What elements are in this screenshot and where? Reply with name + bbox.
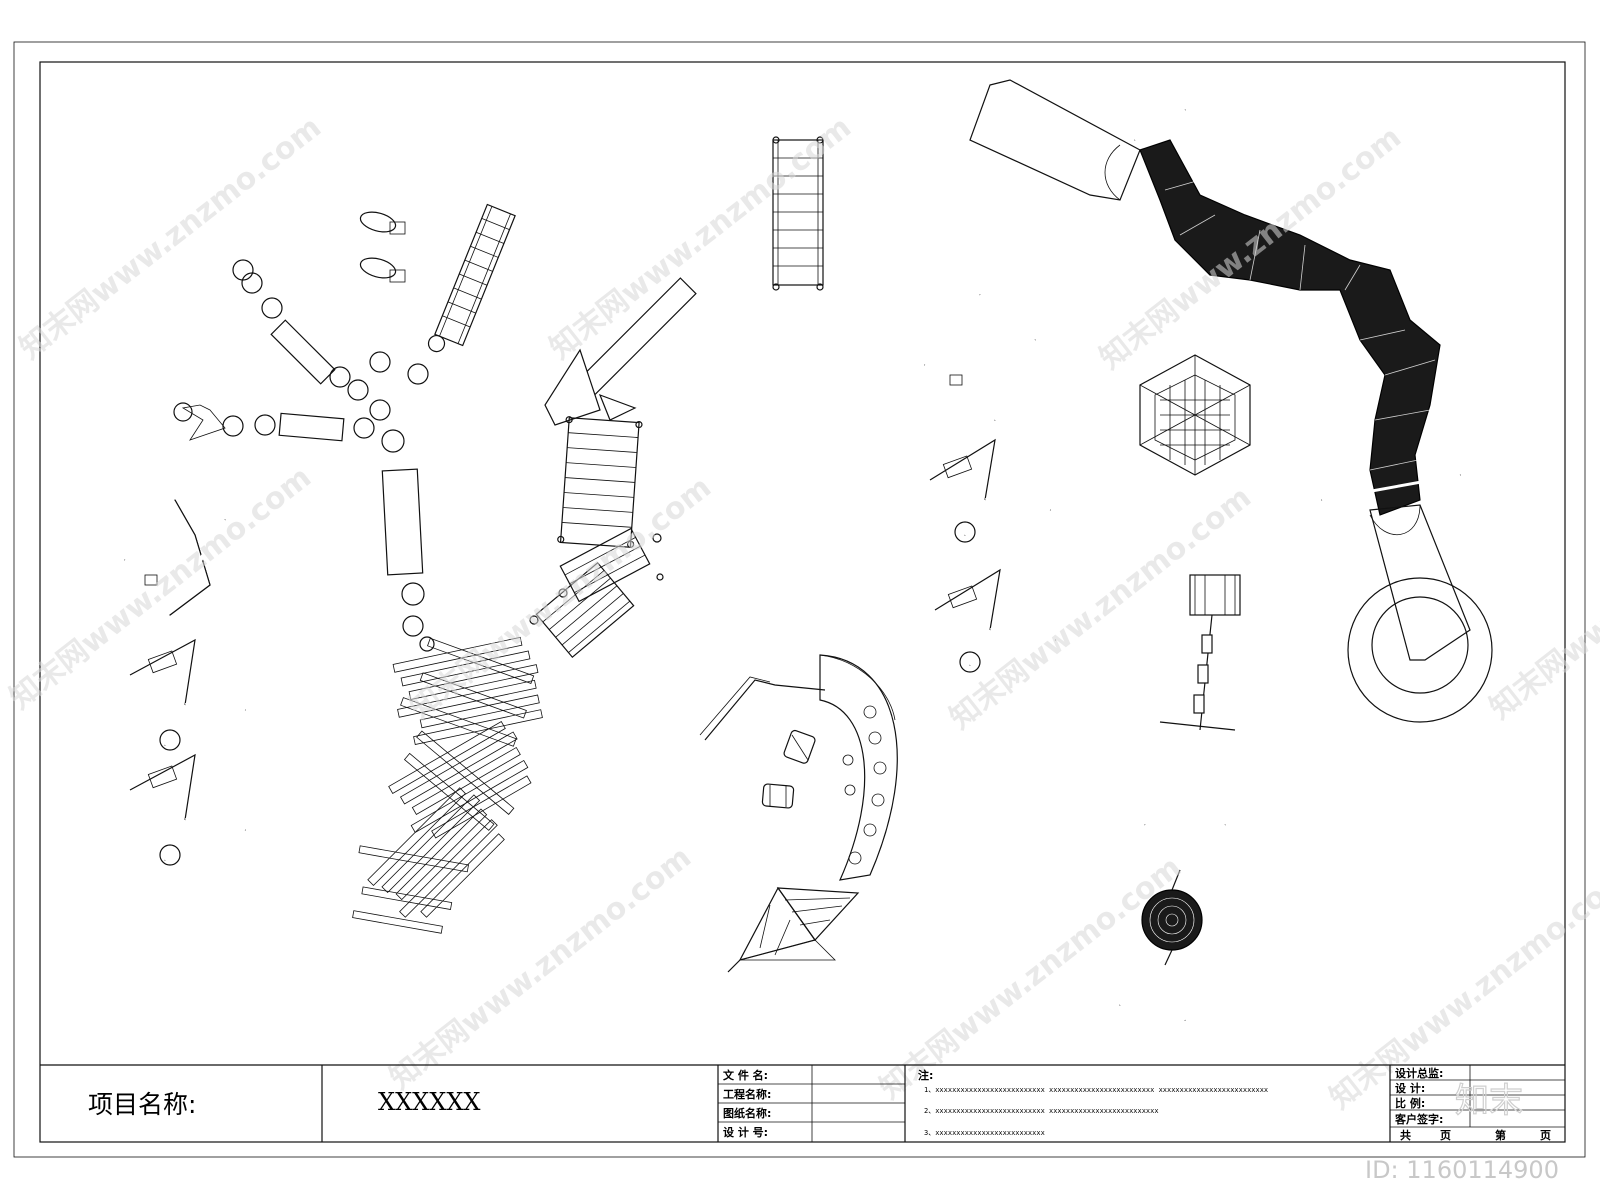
tube-slide-structure [969,79,1493,723]
project-title-label: 工程名称: [723,1087,771,1101]
project-name-value: XXXXXX [378,1088,481,1116]
watermark-text: 知末网www.znzmo.com [3,460,318,717]
watermark-text: 知末网www.znzmo.com [1483,470,1600,727]
star-seat [181,404,226,441]
watermark-text: 知末网www.znzmo.com [943,480,1258,737]
drawing-name-label: 图纸名称: [723,1106,771,1120]
swing-frame-5 [929,438,1051,543]
slide-exit-pad [1347,577,1493,723]
page-current-label: 第 [1495,1128,1506,1142]
image-id-label: ID: 1160114900 [1365,1156,1559,1184]
title-block: 项目名称: XXXXXX 文 件 名: 工程名称: 图纸名称: 设 计 号: 注… [40,1064,1565,1142]
swing-set-group-left [124,499,246,866]
horizontal-ladder [772,136,824,291]
swing-frame-6 [934,568,1056,673]
watermark-text: 知末网www.znzmo.com [403,470,718,727]
balance-beam-2 [278,412,345,442]
note-line-1: 1、xxxxxxxxxxxxxxxxxxxxxxxxxx xxxxxxxxxxx… [924,1086,1268,1094]
watermark-text: 知末网www.znzmo.com [1323,860,1600,1117]
client-signature-label: 客户签字: [1394,1112,1443,1126]
barrel-2 [761,783,795,809]
page-total-label: 共 [1400,1128,1411,1142]
spring-rider-2 [359,257,406,283]
ladder-1 [427,203,516,353]
page-total-unit: 页 [1440,1129,1451,1142]
page-current-unit: 页 [1540,1129,1551,1142]
swing-frame-4 [924,294,1037,422]
stepping-stumps [173,259,435,652]
watermark-text: 知末网www.znzmo.com [383,840,698,1097]
spring-rider-1 [359,211,406,235]
swing-frame-1 [124,499,227,616]
watermark-text: 知末网www.znzmo.com [543,110,858,367]
log-pile-climber [352,636,543,934]
climbing-dome [1139,354,1251,476]
swing-set-group-right [924,294,1056,673]
watermark-text: 知末网www.znzmo.com [873,850,1188,1107]
play-equipment-left-cluster [173,203,516,652]
notes-title: 注: [918,1068,933,1082]
note-line-2: 2、xxxxxxxxxxxxxxxxxxxxxxxxxx xxxxxxxxxxx… [924,1107,1159,1115]
design-number-label: 设 计 号: [723,1125,768,1139]
brand-watermark: 知末 [1455,1081,1523,1121]
outer-border [13,41,1586,1158]
climbing-holds [842,705,887,865]
swing-frame-2 [129,638,246,751]
climbing-wall-area [699,654,898,973]
designer-label: 设 计: [1395,1081,1425,1095]
chain-balance-bridge [1159,574,1241,731]
file-name-label: 文 件 名: [723,1068,768,1082]
swing-frame-3 [129,753,246,866]
drawing-frame [39,61,1566,1143]
note-line-3: 3、xxxxxxxxxxxxxxxxxxxxxxxxxx [924,1129,1045,1137]
balance-beam-3 [381,468,424,576]
project-name-label: 项目名称: [88,1090,196,1119]
watermark-layer: 知末网www.znzmo.com 知末网www.znzmo.com 知末网www… [3,110,1600,1117]
balance-beam-1 [270,319,336,385]
barrel-1 [783,729,816,764]
nest-swing [1118,823,1227,1021]
scale-label: 比 例: [1395,1096,1425,1110]
rope-bridge [557,416,643,548]
rope-net-triangle [727,886,860,973]
design-director-label: 设计总监: [1395,1066,1443,1080]
watermark-text: 知末网www.znzmo.com [13,110,328,367]
tower-bridge-structure [529,277,697,659]
